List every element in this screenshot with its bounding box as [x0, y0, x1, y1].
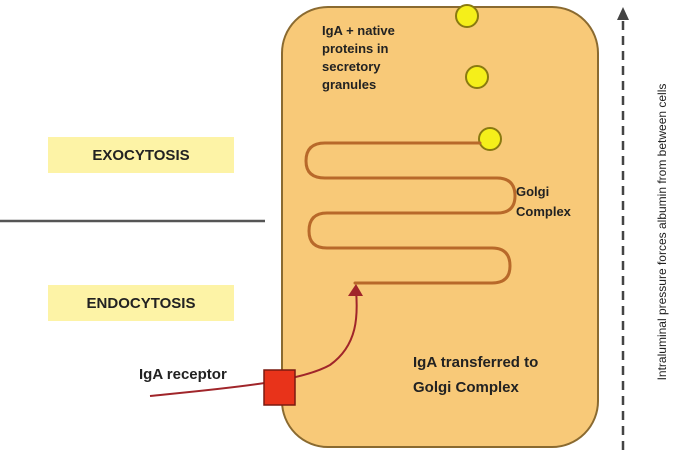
receptor-transport-path [149, 289, 358, 397]
granules-label: IgA + native proteins in secretory granu… [322, 23, 395, 92]
golgi-complex [304, 141, 517, 285]
iga-transferred-label: IgA transferred to Golgi Complex [413, 354, 539, 396]
exocytosis-label: EXOCYTOSIS [48, 137, 234, 173]
cell-body [281, 6, 599, 448]
iga-receptor [263, 369, 296, 406]
granule-near-golgi [478, 127, 502, 151]
endocytosis-label: ENDOCYTOSIS [48, 285, 234, 321]
pressure-arrowhead-icon [617, 7, 629, 20]
iga-receptor-label: IgA receptor [139, 366, 227, 383]
granule-middle [465, 65, 489, 89]
granule-top [455, 4, 479, 28]
transport-arrowhead-icon [348, 284, 363, 296]
golgi-complex-label: Golgi Complex [516, 184, 571, 219]
intraluminal-pressure-label: Intraluminal pressure forces albumin fro… [655, 83, 669, 381]
